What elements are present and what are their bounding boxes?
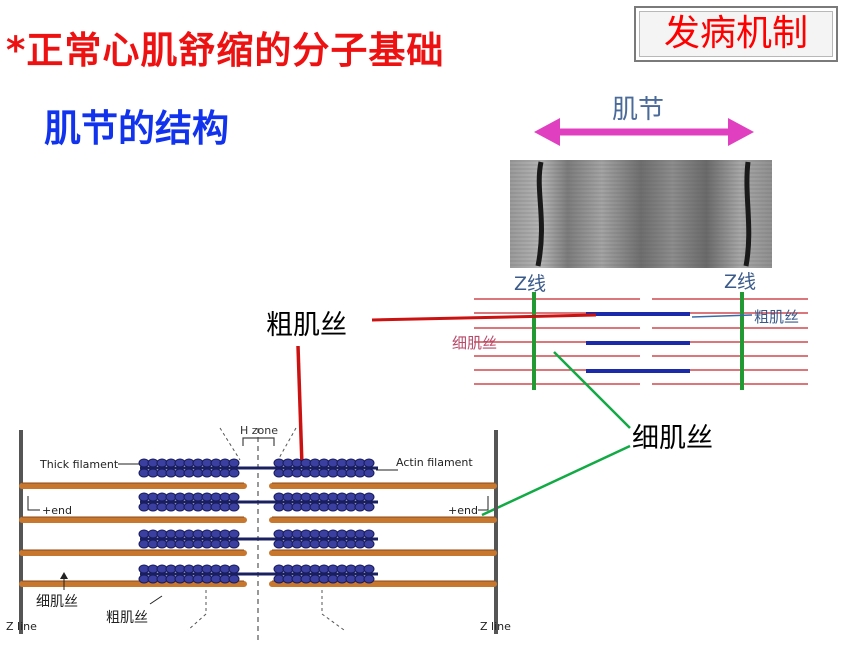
- myosin-head: [228, 574, 240, 584]
- plus-end-right-label: +end: [448, 504, 478, 517]
- thin-callout-line-top: [553, 351, 631, 429]
- sarcomere-label: 肌节: [612, 95, 664, 125]
- myosin-head: [228, 492, 240, 502]
- h-zone-guide-left: [219, 427, 241, 461]
- myosin-head: [228, 502, 240, 512]
- plus-end-left-pointer: [27, 496, 40, 511]
- micrograph-z-line-right: [743, 161, 752, 267]
- actin-filament-label: Actin filament: [396, 456, 473, 469]
- myosin-head: [228, 458, 240, 468]
- bottom-z-line-right: [494, 430, 498, 634]
- bottom-z-label-right: Z line: [480, 620, 511, 633]
- myosin-head: [363, 492, 375, 502]
- myosin-head: [363, 502, 375, 512]
- plus-end-right-pointer: [478, 496, 489, 511]
- thick-filament-label: Thick filament: [39, 458, 119, 471]
- top-z-label-right: Z线: [724, 271, 756, 293]
- h-zone-bracket: [242, 437, 275, 446]
- myosin-head: [363, 468, 375, 478]
- thick-cn-pointer: [149, 595, 163, 605]
- top-thick-filaments: [586, 312, 690, 373]
- actin-filaments: [19, 482, 498, 587]
- myosin-head: [228, 564, 240, 574]
- bottom-z-line-left: [19, 430, 23, 634]
- micrograph-z-line-left: [535, 161, 544, 267]
- thick-callout-line-top: [371, 313, 597, 322]
- bottom-z-label-left: Z line: [6, 620, 37, 633]
- myosin-head: [363, 574, 375, 584]
- myosin-head: [363, 539, 375, 549]
- plus-end-left-label: +end: [42, 504, 72, 517]
- myosin-head: [363, 458, 375, 468]
- thick-callout-line-down: [296, 345, 304, 467]
- thin-filament-callout: 细肌丝: [632, 423, 713, 454]
- top-thick-pointer: [691, 314, 753, 318]
- thick-cn-label: 粗肌丝: [106, 610, 148, 626]
- myosin-head: [228, 468, 240, 478]
- sarcomere-arrow-right-head: [728, 118, 754, 146]
- top-thin-label: 细肌丝: [452, 334, 497, 352]
- myosin-head: [363, 529, 375, 539]
- mechanism-badge[interactable]: 发病机制: [634, 6, 838, 62]
- thin-callout-line-bottom: [481, 444, 631, 517]
- top-sarcomere-diagram: 肌节 Z线 Z线 粗肌丝 细肌丝: [452, 95, 808, 390]
- page-title: *正常心肌舒缩的分子基础: [6, 29, 445, 72]
- guide-left: [187, 590, 207, 631]
- myosin-filaments: [138, 458, 378, 584]
- top-z-label-left: Z线: [514, 273, 546, 295]
- page-subtitle: 肌节的结构: [44, 107, 229, 150]
- myosin-head: [228, 539, 240, 549]
- guide-right: [321, 590, 345, 631]
- myosin-head: [228, 529, 240, 539]
- bottom-sarcomere-diagram: H zone: [6, 424, 511, 640]
- thick-filament-callout: 粗肌丝: [266, 310, 347, 341]
- sarcomere-arrow-left-head: [534, 118, 560, 146]
- h-zone-label: H zone: [240, 424, 278, 437]
- thin-cn-arrowhead: [60, 572, 68, 579]
- h-zone-guide-right: [277, 427, 297, 461]
- myosin-head: [363, 564, 375, 574]
- top-thick-label: 粗肌丝: [754, 308, 799, 326]
- micrograph-texture: [510, 160, 772, 268]
- thin-cn-label: 细肌丝: [36, 594, 78, 610]
